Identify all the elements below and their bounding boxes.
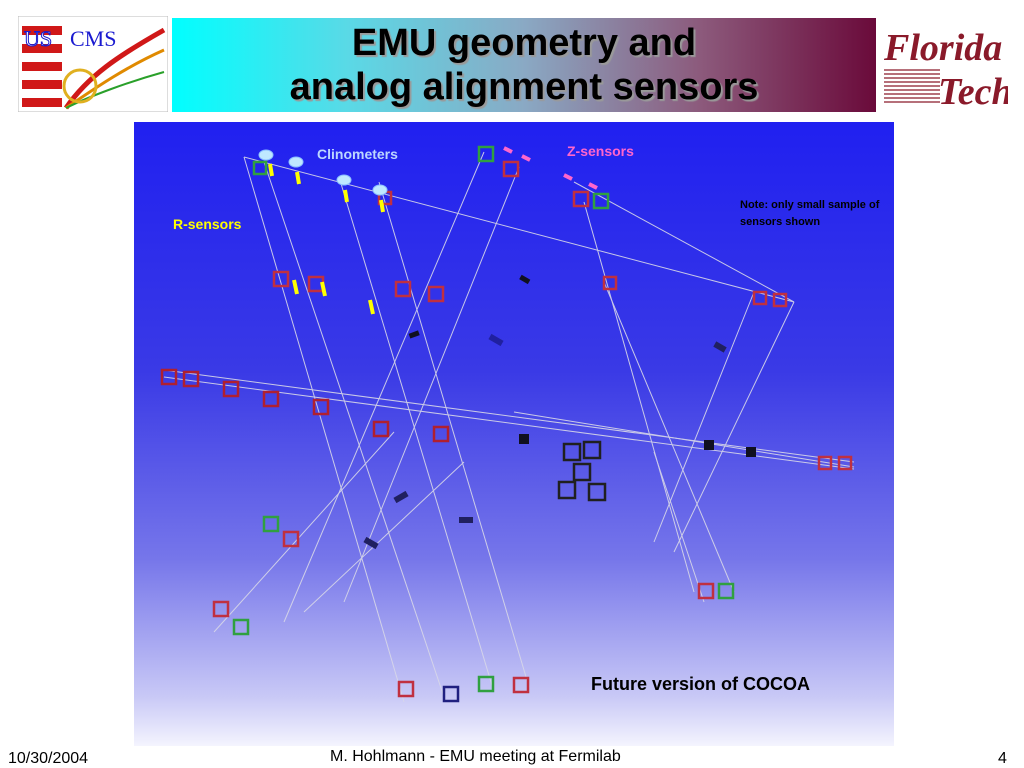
label-r-sensors: R-sensors <box>173 216 242 232</box>
svg-text:Tech: Tech <box>938 71 1008 112</box>
slide-title: EMU geometry and analog alignment sensor… <box>172 18 876 112</box>
florida-tech-logo: Florida Tech <box>880 16 1013 113</box>
label-z-sensors: Z-sensors <box>567 143 634 159</box>
svg-text:CMS: CMS <box>70 26 116 51</box>
clinometer-markers <box>258 149 388 196</box>
title-line-1: EMU geometry and <box>351 22 697 64</box>
geometry-drawing <box>160 145 855 703</box>
title-line-2: analog alignment sensors <box>289 66 759 108</box>
alignment-lines <box>163 151 855 703</box>
chamber-frames <box>160 145 853 703</box>
page-number: 4 <box>998 750 1007 767</box>
cocoa-geometry-figure: Clinometers Z-sensors R-sensors Note: on… <box>134 122 894 746</box>
title-background <box>172 18 876 112</box>
footer-date: 10/30/2004 <box>8 750 89 767</box>
svg-text:Florida: Florida <box>883 27 1002 69</box>
sensor-sample-note: Note: only small sample of sensors shown <box>740 199 880 228</box>
figure-caption: Future version of COCOA <box>591 674 811 694</box>
z-sensor-markers <box>503 146 598 190</box>
label-clinometers: Clinometers <box>317 146 398 162</box>
svg-text:US: US <box>24 26 52 51</box>
uscms-logo: US CMS <box>17 15 169 113</box>
r-sensor-markers <box>268 163 385 315</box>
footer-author-event: M. Hohlmann - EMU meeting at Fermilab <box>330 748 621 765</box>
sensor-blocks <box>363 274 756 550</box>
